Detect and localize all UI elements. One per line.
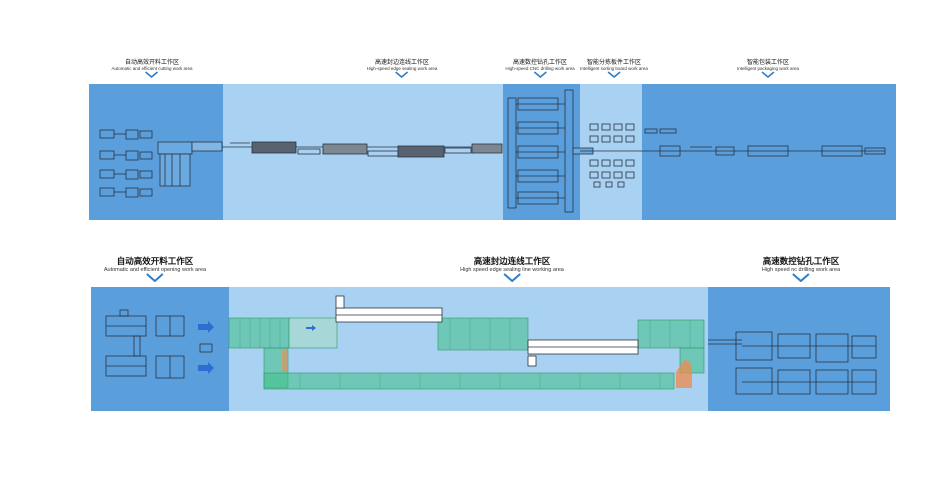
label-en: Intelligent sorting board work area (580, 66, 648, 71)
label-zh: 自动高效开料工作区 (124, 60, 179, 66)
zone-packaging (642, 84, 896, 220)
zone-cutting-bottom (91, 287, 229, 411)
label-en: Automatic and efficient cutting work are… (111, 66, 193, 71)
cutting-machines (99, 129, 153, 198)
sorting-racks (572, 123, 642, 188)
chevron-down-icon (146, 273, 164, 282)
chevron-down-icon (607, 71, 621, 78)
top-label-packaging: 智能包装工作区 Intelligent packaging work area (737, 57, 799, 78)
chevron-down-icon (145, 71, 159, 78)
label-en: High speed edge sealing line working are… (460, 267, 564, 273)
chevron-down-icon (503, 273, 521, 282)
arrow-right-icon (306, 325, 316, 331)
top-label-cnc-drilling: 高速数控钻孔工作区 High-speed CNC drilling work a… (505, 57, 575, 78)
label-en: High speed nc drilling work area (761, 267, 841, 273)
label-en: High-speed edge sealing work area (366, 66, 438, 71)
label-zh: 自动高效开料工作区 (116, 256, 194, 266)
cutting-machines-bottom (105, 309, 213, 379)
conveyor-turn (282, 350, 288, 372)
chevron-down-icon (761, 71, 775, 78)
label-en: Automatic and efficient opening work are… (103, 267, 207, 273)
label-zh: 高速数控钻孔工作区 (762, 256, 840, 266)
bottom-label-cnc-drilling: 高速数控钻孔工作区 High speed nc drilling work ar… (762, 255, 840, 282)
chevron-down-icon (533, 71, 547, 78)
chevron-down-icon (792, 273, 810, 282)
label-en: Intelligent packaging work area (736, 66, 800, 71)
label-zh: 智能包装工作区 (746, 60, 790, 66)
conveyor-turn (676, 360, 692, 388)
label-zh: 高速封边连线工作区 (473, 256, 551, 266)
label-zh: 高速数控钻孔工作区 (512, 60, 567, 66)
bottom-label-cutting: 自动高效开料工作区 Automatic and efficient openin… (104, 255, 206, 282)
top-label-sorting: 智能分拣板件工作区 Intelligent sorting board work… (580, 57, 648, 78)
cnc-drilling-machines-bottom (708, 331, 877, 395)
top-label-cutting: 自动高效开料工作区 Automatic and efficient cuttin… (111, 57, 193, 78)
edge-banding-machines (335, 295, 639, 367)
zone-cnc-drilling-bottom (708, 287, 890, 411)
arrow-right-icon (198, 321, 214, 374)
chevron-down-icon (395, 71, 409, 78)
label-zh: 高速封边连线工作区 (374, 60, 430, 66)
label-en: High-speed CNC drilling work area (505, 66, 575, 71)
bottom-label-edge-sealing: 高速封边连线工作区 High speed edge sealing line w… (460, 255, 564, 282)
zone-cutting (89, 84, 223, 220)
top-label-edge-sealing: 高速封边连线工作区 High-speed edge sealing work a… (366, 57, 438, 78)
cnc-drilling-machines (507, 89, 574, 213)
label-zh: 智能分拣板件工作区 (586, 60, 642, 66)
edge-sealing-conveyors (228, 317, 705, 390)
